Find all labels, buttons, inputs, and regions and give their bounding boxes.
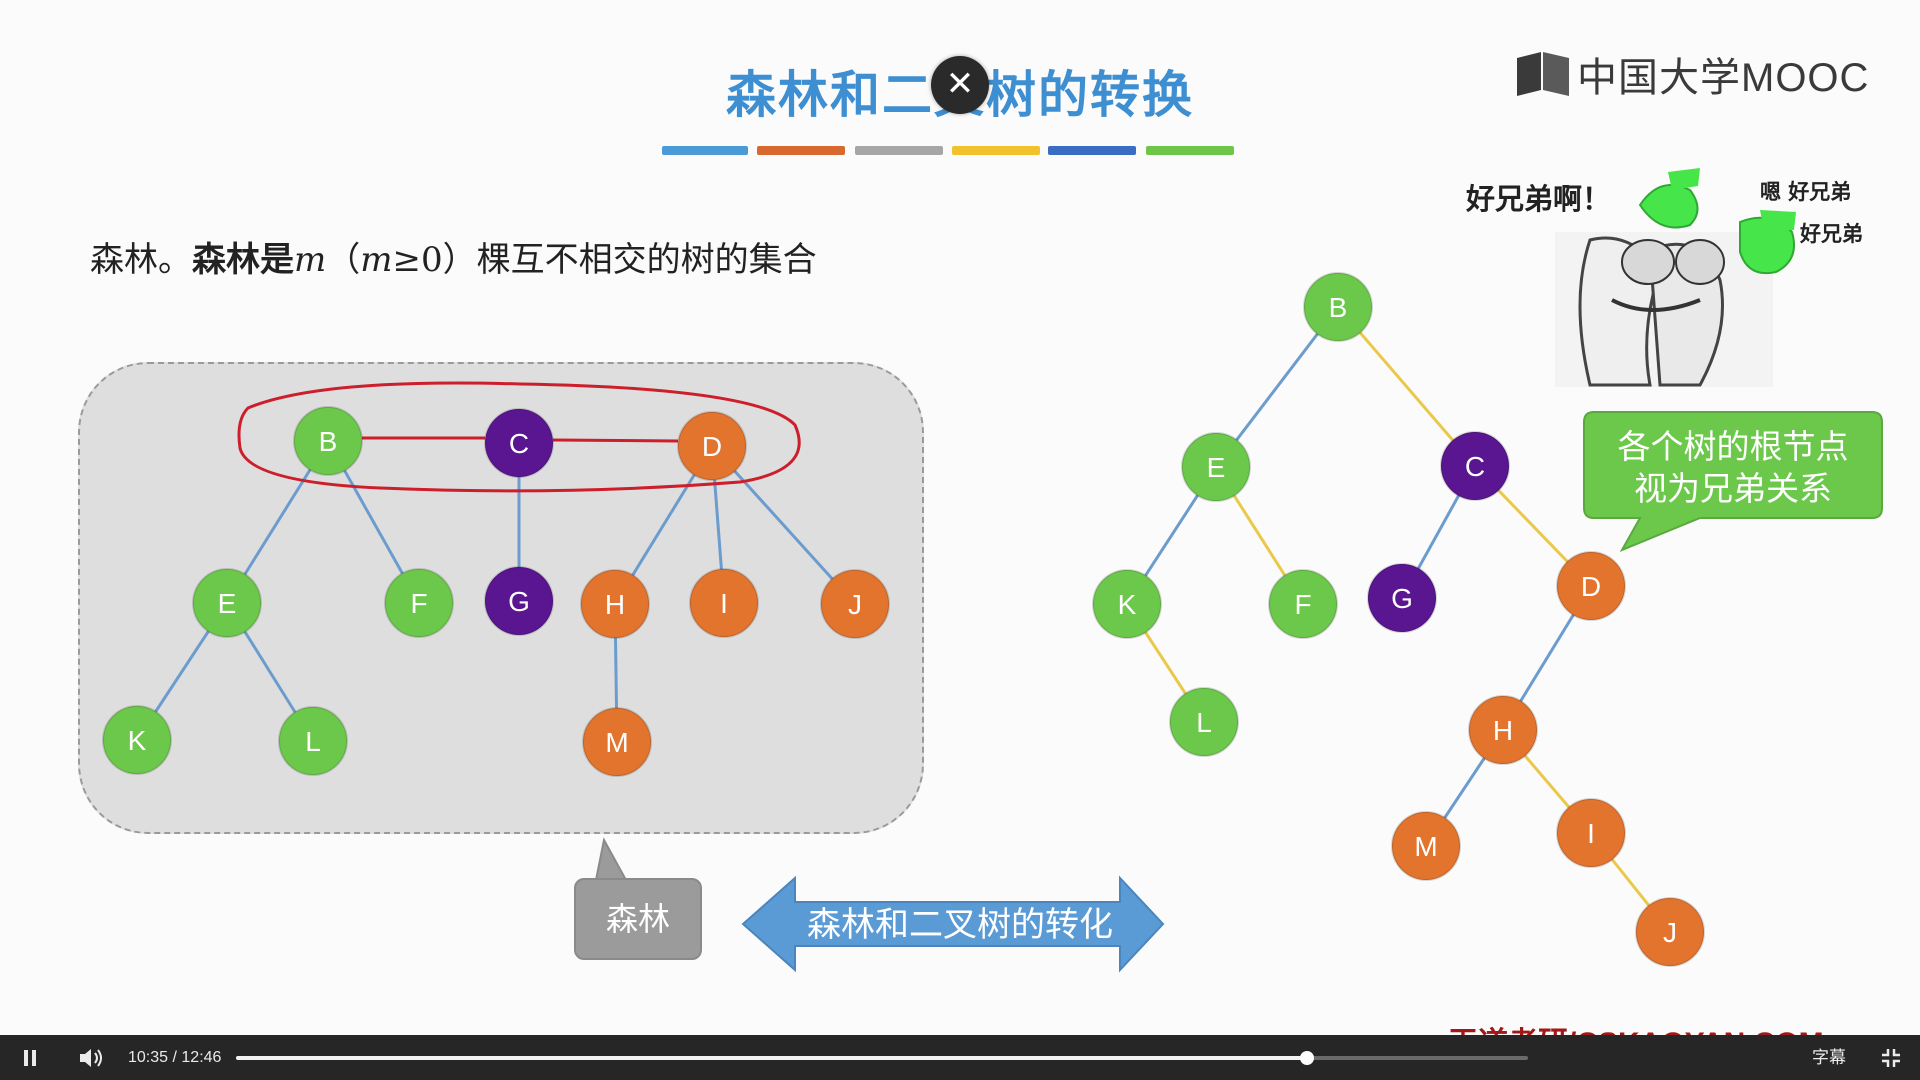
meme-caption-main: 好兄弟啊！: [1466, 176, 1611, 218]
forest-callout: 森林: [574, 878, 702, 960]
forest-node-label-H: H: [605, 589, 625, 620]
meme-caption-side-1: 嗯 好兄弟: [1760, 176, 1851, 206]
meme-caption-side-2: 好兄弟: [1800, 218, 1863, 248]
sibling-link-CD: [553, 440, 678, 441]
forest-node-label-C: C: [509, 428, 529, 459]
forest-node-label-E: E: [218, 588, 237, 619]
bt-node-label-E: E: [1207, 452, 1226, 483]
progress-bar[interactable]: [236, 1056, 1528, 1060]
sibling-callout-line-2: 视为兄弟关系: [1585, 468, 1881, 510]
subtitle-button[interactable]: 字幕: [1812, 1035, 1846, 1080]
bt-node-label-M: M: [1414, 831, 1437, 862]
conversion-arrow-label: 森林和二叉树的转化: [760, 897, 1160, 946]
bt-node-label-F: F: [1294, 589, 1311, 620]
forest-node-label-M: M: [605, 727, 628, 758]
bt-node-label-L: L: [1196, 707, 1212, 738]
pause-icon[interactable]: [14, 1035, 46, 1080]
bt-node-label-G: G: [1391, 583, 1413, 614]
forest-node-label-I: I: [720, 588, 728, 619]
sibling-callout-line-1: 各个树的根节点: [1585, 426, 1881, 468]
tree-diagram: B C D E F G H I J K L M B E C K F G D L H M I J: [0, 0, 1920, 1035]
bt-node-label-I: I: [1587, 818, 1595, 849]
forest-node-label-G: G: [508, 586, 530, 617]
meme-green-hat-right-top: [1760, 210, 1796, 230]
meme-green-hat-left: [1640, 185, 1698, 228]
exit-fullscreen-icon[interactable]: [1876, 1035, 1906, 1080]
progress-thumb[interactable]: [1300, 1051, 1314, 1065]
video-control-bar: 10:35 / 12:46 字幕: [0, 1035, 1920, 1080]
bt-node-label-K: K: [1118, 589, 1137, 620]
forest-node-label-J: J: [848, 589, 862, 620]
forest-node-label-F: F: [410, 588, 427, 619]
forest-node-label-L: L: [305, 726, 321, 757]
watermark: 王道考研/CSKAOYAN.COM: [1448, 1018, 1824, 1035]
meme-green-hat-left-top: [1668, 168, 1700, 190]
close-icon[interactable]: ✕: [931, 56, 989, 114]
current-time: 10:35: [128, 1049, 168, 1066]
volume-icon[interactable]: [74, 1035, 108, 1080]
forest-node-label-D: D: [702, 431, 722, 462]
time-separator: /: [173, 1049, 177, 1066]
forest-callout-pointer: [596, 840, 626, 880]
bt-node-label-C: C: [1465, 451, 1485, 482]
sibling-callout-text: 各个树的根节点 视为兄弟关系: [1585, 426, 1881, 510]
slide-canvas: 森林和二叉树的转换 中国大学MOOC 森林。森林是m（m≥0）棵互不相交的树的集…: [0, 0, 1920, 1035]
forest-node-label-K: K: [128, 725, 147, 756]
forest-node-label-B: B: [319, 426, 338, 457]
time-display: 10:35 / 12:46: [128, 1035, 221, 1080]
bt-node-label-J: J: [1663, 917, 1677, 948]
duration: 12:46: [181, 1049, 221, 1066]
progress-fill: [236, 1056, 1307, 1060]
meme-face-right: [1676, 240, 1724, 284]
bt-node-label-D: D: [1581, 571, 1601, 602]
meme-face-left: [1622, 240, 1674, 284]
bt-node-label-B: B: [1329, 292, 1348, 323]
bt-node-label-H: H: [1493, 715, 1513, 746]
